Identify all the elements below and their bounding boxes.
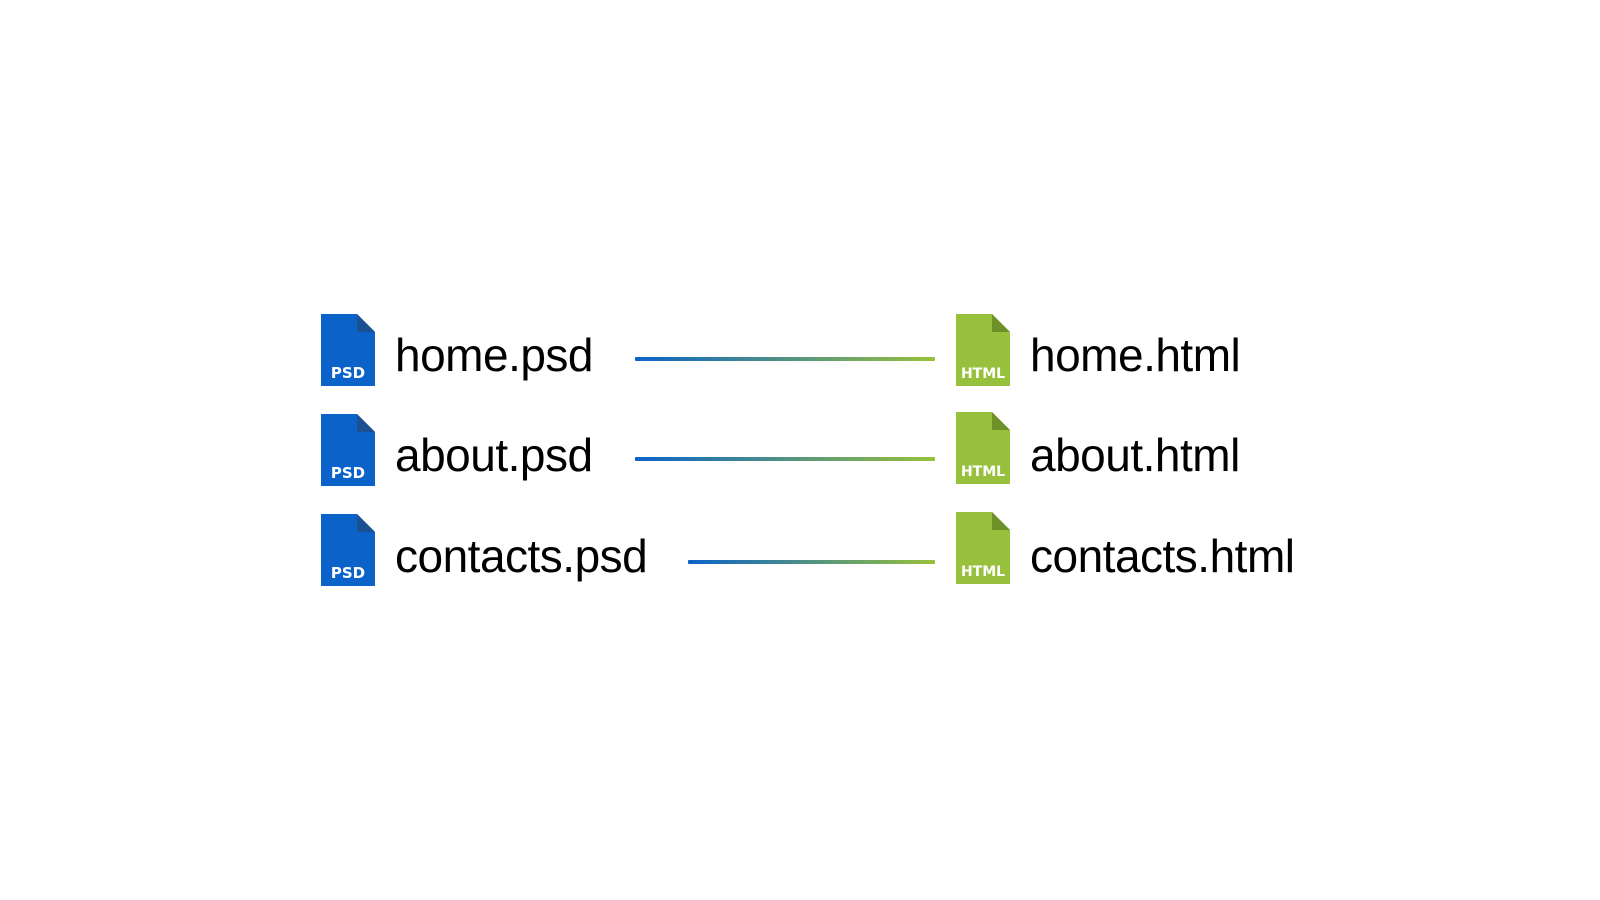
source-file-name: home.psd (395, 329, 594, 381)
connector-line (635, 457, 935, 461)
html-file-icon: HTML (956, 512, 1010, 584)
target-file-name: about.html (1030, 429, 1240, 481)
psd-file-icon: PSD (321, 314, 375, 386)
psd-badge: PSD (331, 464, 365, 482)
psd-file-icon: PSD (321, 414, 375, 486)
source-file-name: about.psd (395, 429, 593, 481)
psd-badge: PSD (331, 564, 365, 582)
html-badge: HTML (961, 464, 1005, 480)
html-file-icon: HTML (956, 412, 1010, 484)
target-file-name: home.html (1030, 329, 1241, 381)
connector-line (635, 357, 935, 361)
html-badge: HTML (961, 366, 1005, 382)
psd-file-icon: PSD (321, 514, 375, 586)
html-badge: HTML (961, 564, 1005, 580)
html-file-icon: HTML (956, 314, 1010, 386)
target-file-name: contacts.html (1030, 530, 1295, 582)
psd-badge: PSD (331, 364, 365, 382)
connector-line (688, 560, 935, 564)
source-file-name: contacts.psd (395, 530, 648, 582)
